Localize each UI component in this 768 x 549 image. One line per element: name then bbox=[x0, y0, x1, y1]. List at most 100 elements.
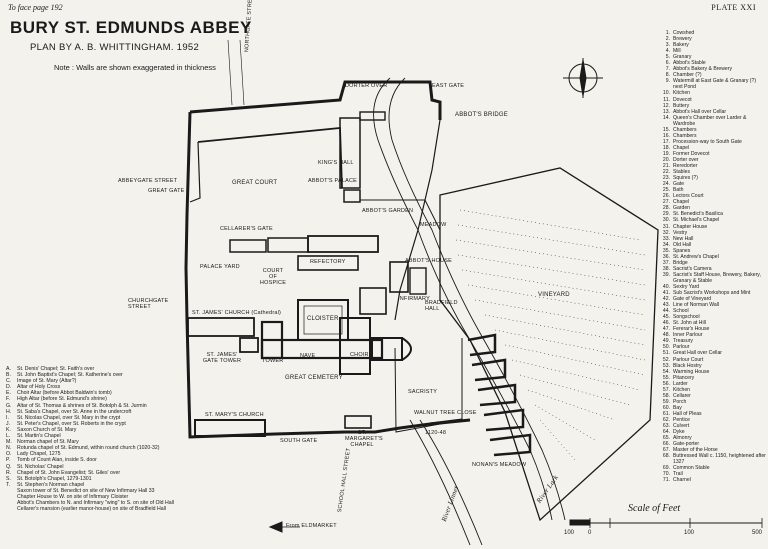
legend-value: Hall of Pleas bbox=[673, 410, 702, 417]
label-south-gate: SOUTH GATE bbox=[280, 438, 318, 444]
legend-key: A. bbox=[6, 366, 11, 372]
legend-entry: 32.Vestry bbox=[658, 230, 766, 236]
legend-value: Gate of Vineyard bbox=[673, 296, 712, 303]
legend-key: 13. bbox=[662, 108, 670, 115]
map-subtitle: PLAN BY A. B. WHITTINGHAM. 1952 bbox=[30, 42, 200, 53]
compass-icon bbox=[563, 58, 603, 98]
legend-key: I. bbox=[6, 414, 9, 421]
legend-value: Great Hall over Cellar bbox=[673, 350, 722, 357]
legend-entry: 6.Abbot's Stable bbox=[658, 60, 766, 66]
legend-key: 3. bbox=[665, 42, 670, 49]
legend-value: Cellarer bbox=[673, 392, 691, 399]
legend-key: 71. bbox=[662, 477, 670, 484]
label-refectory: REFECTORY bbox=[310, 259, 346, 265]
legend-value: Spanes bbox=[673, 247, 691, 254]
legend-key: 29. bbox=[662, 211, 670, 218]
legend-value: Songschool bbox=[673, 314, 700, 321]
legend-key: 38. bbox=[662, 265, 670, 272]
legend-entry: 44.School bbox=[658, 308, 766, 314]
legend-key: 70. bbox=[662, 471, 670, 478]
legend-entry: 20.Dorter over bbox=[658, 157, 766, 163]
legend-entry: 3.Bakery bbox=[658, 42, 766, 48]
legend-value: Procession-way to South Gate bbox=[673, 138, 742, 145]
legend-key: B. bbox=[6, 372, 11, 379]
legend-key: 8. bbox=[665, 72, 670, 79]
legend-entry: 51.Great Hall over Cellar bbox=[658, 350, 766, 356]
legend-value: Chambers bbox=[673, 132, 697, 139]
plate-number: PLATE XXI bbox=[711, 3, 756, 12]
label-kings-hall: KING'S HALL bbox=[318, 160, 354, 166]
legend-entry: 70.Trail bbox=[658, 471, 766, 477]
legend-key: 6. bbox=[665, 60, 670, 67]
legend-value: Brewery bbox=[673, 36, 692, 43]
legend-key: 64. bbox=[662, 429, 670, 436]
legend-entry: 68.Buttressed Wall c. 1150, heightened a… bbox=[658, 453, 766, 465]
legend-entry: 65.Almonry bbox=[658, 435, 766, 441]
label-great-court: GREAT COURT bbox=[232, 180, 278, 186]
legend-value: Bridge bbox=[673, 259, 688, 266]
legend-value: St. John at Hill bbox=[673, 320, 706, 327]
legend-key: 52. bbox=[662, 356, 670, 363]
legend-value: St. Benedict's Basilica bbox=[673, 211, 723, 218]
legend-value: Chapel of St. John Evangelist; St. Giles… bbox=[17, 469, 121, 476]
legend-key: 22. bbox=[662, 169, 670, 176]
legend-value: St. Denis' Chapel; St. Faith's over bbox=[17, 366, 95, 372]
legend-key: 62. bbox=[662, 417, 670, 423]
label-date: 1120-48 bbox=[425, 430, 447, 436]
legend-key: 9. bbox=[665, 78, 670, 85]
legend-value: Mill bbox=[673, 48, 681, 55]
legend-key: 63. bbox=[662, 423, 670, 430]
legend-value: Chambers bbox=[673, 126, 697, 133]
legend-key: 37. bbox=[662, 259, 670, 266]
legend-entry: 59.Porch bbox=[658, 399, 766, 405]
legend-entry: 64.Dyke bbox=[658, 429, 766, 435]
legend-value: Cowshed bbox=[673, 30, 695, 36]
legend-key: T. bbox=[6, 481, 11, 488]
legend-entry: 19.Former Dovecot bbox=[658, 151, 766, 157]
legend-entry: 28.Garden bbox=[658, 205, 766, 211]
legend-entry: 9.Watermill at East Gate & Granary (?) n… bbox=[658, 78, 766, 90]
legend-value: Reredorter bbox=[673, 163, 698, 170]
legend-entry: Q.St. Nicholas' Chapel bbox=[6, 464, 256, 470]
legend-value: Chapel bbox=[673, 199, 690, 206]
legend-entry: 13.Abbot's Hall over Cellar bbox=[658, 109, 766, 115]
legend-value: Larder bbox=[673, 380, 688, 387]
legend-value: School bbox=[673, 308, 689, 315]
legend-key bbox=[6, 506, 17, 512]
legend-value: Garden bbox=[673, 205, 690, 212]
label-walnut-tree-close: WALNUT TREE CLOSE bbox=[414, 410, 477, 416]
legend-entry: 39.Sacrist's Staff House, Brewery, Baker… bbox=[658, 272, 766, 284]
legend-entry: Abbot's Chambers to N. and Infirmary "wi… bbox=[6, 500, 256, 506]
legend-value: Abbot's Chambers to N. and Infirmary "wi… bbox=[17, 500, 174, 507]
legend-key: 56. bbox=[662, 380, 670, 387]
legend-key: J. bbox=[6, 420, 11, 427]
map-title: BURY ST. EDMUNDS ABBEY bbox=[10, 18, 252, 37]
legend-value: Bath bbox=[673, 187, 684, 194]
legend-value: Almonry bbox=[673, 435, 692, 442]
legend-entry: 14.Queen's Chamber over Larder & Wardrob… bbox=[658, 115, 766, 127]
legend-key: 30. bbox=[662, 217, 670, 224]
legend-entry: 60.Bay bbox=[658, 405, 766, 411]
legend-entry: 38.Sacrist's Camera bbox=[658, 266, 766, 272]
legend-key: 23. bbox=[662, 175, 670, 182]
legend-key: 40. bbox=[662, 283, 670, 290]
legend-key: 67. bbox=[662, 447, 670, 454]
legend-entry: 23.Squires (?) bbox=[658, 175, 766, 181]
legend-value: Watermill at East Gate & Granary (?) nex… bbox=[673, 78, 757, 91]
legend-key: 68. bbox=[662, 453, 670, 460]
legend-value: Culvert bbox=[673, 423, 690, 430]
legend-key: L. bbox=[6, 433, 11, 440]
legend-entry: R.Chapel of St. John Evangelist; St. Gil… bbox=[6, 470, 256, 476]
legend-value: St. Peter's Chapel, over St. Roberts in … bbox=[17, 420, 126, 427]
label-st-marys-church: ST. MARY'S CHURCH bbox=[205, 412, 264, 418]
legend-key: 33. bbox=[662, 235, 670, 242]
legend-entry: O.Lady Chapel, 1275 bbox=[6, 451, 256, 457]
legend-entry: 67.Master of the Horse bbox=[658, 447, 766, 453]
label-abbots-palace: ABBOT'S PALACE bbox=[308, 178, 357, 184]
legend-entry: K.Saxon Church of St. Mary bbox=[6, 427, 256, 433]
legend-key: 45. bbox=[662, 314, 670, 321]
legend-value: Parlour bbox=[673, 344, 690, 351]
legend-entry: 54.Warming House bbox=[658, 369, 766, 375]
legend-value: Porch bbox=[673, 398, 687, 405]
legend-key: 2. bbox=[665, 36, 670, 43]
